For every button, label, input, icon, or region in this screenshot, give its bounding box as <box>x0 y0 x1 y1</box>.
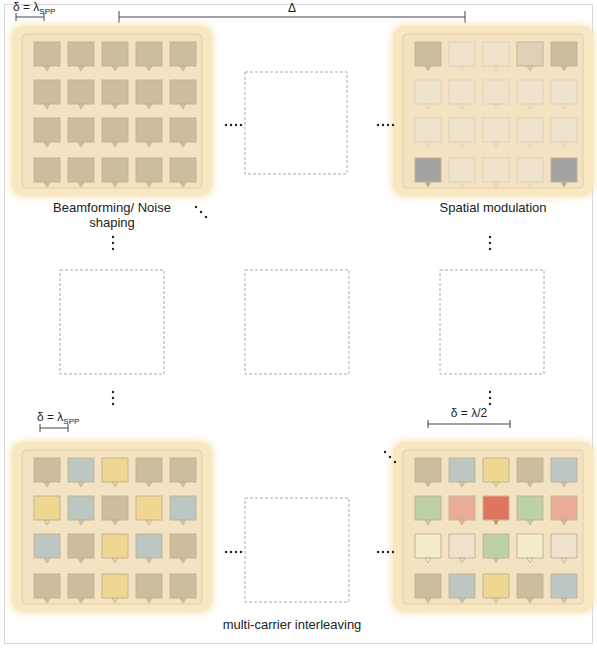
antenna-panel <box>391 24 595 198</box>
spacing-label: δ = λSPP <box>13 0 55 19</box>
spacing-label: δ = λ/2 <box>451 406 487 420</box>
outer-frame <box>5 5 593 644</box>
dimension-label: Δ <box>288 1 296 15</box>
ellipsis-dots <box>112 124 491 553</box>
subscript: SPP <box>39 7 55 16</box>
panel-caption: Beamforming/ Noise shaping <box>47 200 177 230</box>
spacing-label: δ = λ/2 <box>451 406 487 420</box>
antenna-panel: Beamforming/ Noise shaping <box>12 26 212 196</box>
spacing-label: δ = λSPP <box>37 410 79 429</box>
panel-caption: Spatial modulation <box>403 200 583 215</box>
subscript: SPP <box>63 417 79 426</box>
dimension-label: Δ <box>288 1 296 15</box>
row-label: multi-carrier interleaving <box>223 617 362 632</box>
antenna-panel <box>10 24 214 198</box>
antenna-panel: Spatial modulation <box>393 26 593 196</box>
antenna-panel <box>391 440 595 614</box>
antenna-panel <box>10 440 214 614</box>
spacing-label: δ = λ <box>37 410 63 424</box>
row-label: multi-carrier interleaving <box>223 618 362 632</box>
spacing-label: δ = λ <box>13 0 39 14</box>
